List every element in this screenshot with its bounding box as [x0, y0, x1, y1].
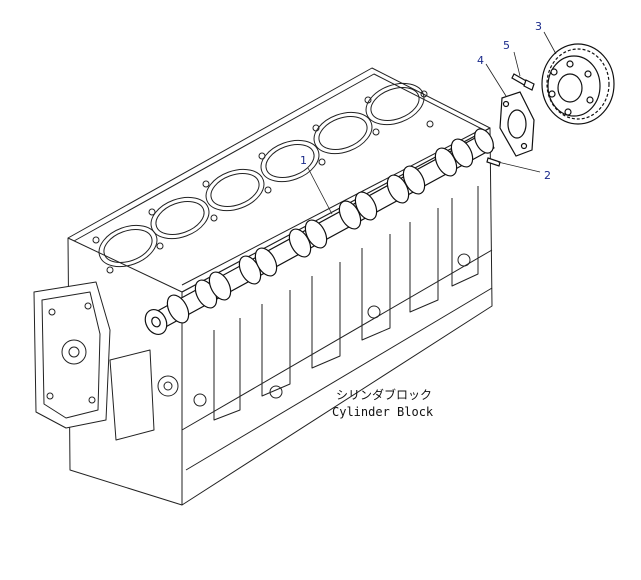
callout-1: 1	[300, 154, 307, 167]
camshaft-lobes	[166, 128, 494, 324]
camshaft	[144, 128, 495, 336]
block-ribs	[193, 186, 479, 421]
leader-lines	[307, 31, 557, 215]
callout-4: 4	[477, 54, 484, 67]
bolt	[511, 73, 535, 91]
callout-2: 2	[544, 169, 551, 182]
head-bolt-holes	[92, 90, 434, 274]
caption-japanese: シリンダブロック	[336, 387, 432, 402]
cylinder-bores	[98, 82, 425, 268]
thrust-plate	[499, 91, 535, 157]
caption-english: Cylinder Block	[332, 405, 434, 419]
dowel-pin	[486, 157, 501, 167]
cam-gear	[541, 43, 615, 125]
callout-5: 5	[503, 39, 510, 52]
cylinder-block	[33, 67, 493, 506]
callout-3: 3	[535, 20, 542, 33]
